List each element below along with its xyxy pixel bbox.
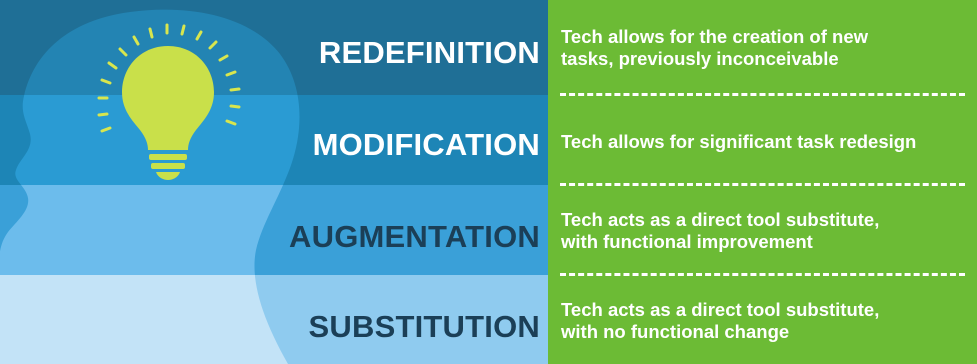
description-line: Tech allows for the creation of new	[561, 26, 869, 47]
dashed-divider	[560, 183, 965, 186]
redefinition-title: REDEFINITION	[318, 35, 540, 70]
substitution-description: Tech acts as a direct tool substitute, w…	[561, 299, 971, 343]
substitution-description-panel	[548, 275, 977, 364]
dashed-divider	[560, 93, 965, 96]
head-silhouette-icon	[0, 9, 300, 364]
substitution-title: SUBSTITUTION	[308, 309, 540, 344]
description-line: Tech acts as a direct tool substitute,	[561, 299, 880, 320]
redefinition-description-panel	[548, 0, 977, 95]
augmentation-description: Tech acts as a direct tool substitute, w…	[561, 209, 971, 253]
light-rays	[97, 23, 241, 133]
augmentation-title: AUGMENTATION	[289, 219, 540, 254]
dashed-divider	[560, 273, 965, 276]
lightbulb-icon	[122, 46, 214, 180]
redefinition-description: Tech allows for the creation of new task…	[561, 26, 971, 70]
description-line: Tech allows for significant task redesig…	[561, 131, 917, 152]
modification-description-panel	[548, 95, 977, 185]
description-line: Tech acts as a direct tool substitute,	[561, 209, 880, 230]
augmentation-description-panel	[548, 185, 977, 275]
modification-title: MODIFICATION	[312, 127, 540, 162]
description-line: with functional improvement	[561, 231, 813, 252]
modification-description: Tech allows for significant task redesig…	[561, 131, 971, 153]
description-line: with no functional change	[561, 321, 790, 342]
description-line: tasks, previously inconceivable	[561, 48, 839, 69]
